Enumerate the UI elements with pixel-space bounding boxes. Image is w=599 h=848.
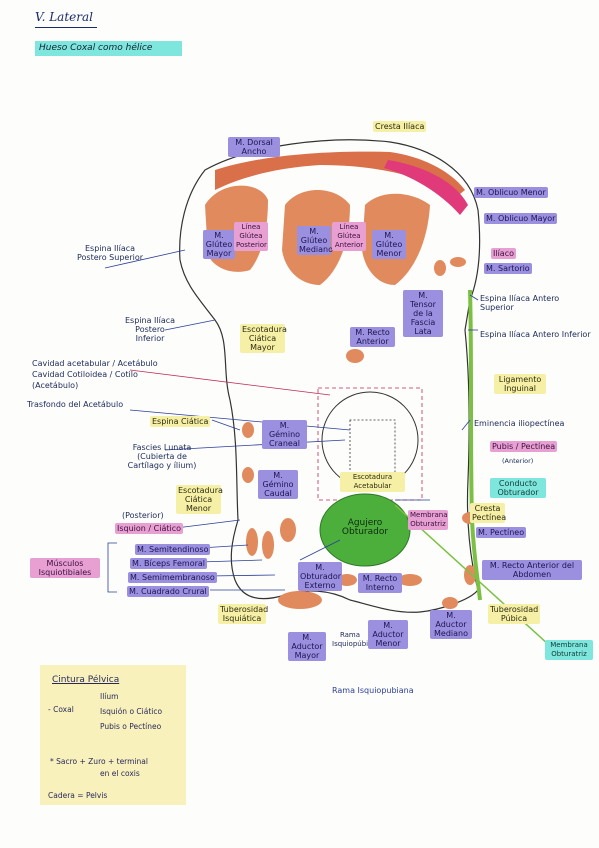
label-membrana-ins: Membrana Obturatriz [408,510,448,530]
label-linea-glutea-post: Línea Glútea Posterior [234,222,268,251]
page-subtitle: Hueso Coxal como hélice [35,41,182,56]
label-trasfondo: Trasfondo del Acetábulo [27,400,124,409]
note-coxal: - Coxal [48,705,74,714]
label-tuberosidad-isq: Tuberosidad Isquiática [218,604,269,624]
note-item-2: Pubis o Pectíneo [100,722,162,731]
label-musculos-isq: Músculos Isquiotibiales [30,558,100,578]
label-cavidad: Cavidad acetabular / Acetábulo [32,359,158,368]
label-gemino-caudal: M. Gémino Caudal [258,470,298,499]
label-isquion: Isquion / Ciático [115,523,184,534]
note-item-0: Ilíum [100,692,119,701]
label-espina-ias: Espina Ilíaca Antero Superior [480,294,560,312]
label-pectineo: M. Pectíneo [476,527,527,538]
label-aductor-mayor: M. Aductor Mayor [288,632,326,661]
label-escotadura-acet: Escotadura Acetabular [340,472,405,492]
label-gluteo-mayor: M. Glúteo Mayor [203,230,235,259]
label-oblicuo-mayor: M. Oblicuo Mayor [484,213,558,224]
label-iliaco: Ilíaco [491,248,516,259]
label-posterior-tag: (Posterior) [122,511,164,520]
label-geminos-craneal: M. Gémino Craneal [262,420,307,449]
label-aductor-mediano: M. Aductor Mediano [430,610,472,639]
label-aductor-menor: M. Aductor Menor [368,620,408,649]
label-gluteo-menor: M. Glúteo Menor [372,230,406,259]
label-tuberosidad-pub: Tuberosidad Púbica [488,604,540,624]
label-semitendinoso: M. Semitendinoso [135,544,211,555]
label-agujero: Agujero Obturador [341,518,389,537]
label-cresta-iliaca: Cresta Ilíaca [373,121,427,132]
label-recto-anterior: M. Recto Anterior [350,327,395,347]
page-title: V. Lateral [35,10,93,24]
label-linea-glutea-ant: Línea Glútea Anterior [332,222,366,251]
label-dorsal-ancho: M. Dorsal Ancho [228,137,280,157]
note-card: Cintura Pélvica - Coxal Ilíum Isquión o … [40,665,186,805]
label-tensor-fascia: M. Tensor de la Fascia Lata [403,290,443,337]
label-obturador-ext: M. Obturador Externo [298,562,342,591]
label-cavidad2: Cavidad Cotiloidea / Cotilo [32,370,138,379]
label-conducto: Conducto Obturador [490,478,546,498]
label-oblicuo-menor: M. Oblicuo Menor [474,187,548,198]
note-sacro1: * Sacro + Zuro + terminal [50,757,148,766]
label-membrana: Membrana Obturatriz [545,640,593,660]
title-underline [35,27,97,28]
label-rama-isq: Rama Isquiopúbica [332,631,377,648]
label-cuadrado: M. Cuadrado Crural [127,586,209,597]
label-cresta-pectinea: Cresta Pectínea [470,503,507,523]
label-rama-isquiopubiana: Rama Isquiopubiana [332,686,414,695]
note-cadera: Cadera = Pelvis [48,791,108,800]
label-escotadura-menor: Escotadura Ciática Menor [176,485,223,514]
label-pubis-sub: (Anterior) [502,457,534,465]
label-biceps: M. Bíceps Femoral [130,558,207,569]
label-cavidad3: (Acetábulo) [32,381,79,390]
label-espina-ips: Espina Ilíaca Postero Superior [76,244,144,262]
coxal-outline [179,139,481,613]
label-espina-iai: Espina Ilíaca Antero Inferior [480,330,591,339]
note-sacro2: en el coxis [100,769,140,778]
label-pubis: Pubis / Pectínea [490,441,558,452]
label-recto-anterior-abd: M. Recto Anterior del Abdomen [482,560,582,580]
label-ligamento-inguinal: Ligamento Inguinal [494,374,546,394]
label-espina-ipi: Espina Ilíaca Postero Inferior [124,316,176,343]
note-item-1: Isquión o Ciático [100,707,163,716]
label-recto-interno: M. Recto Interno [358,573,402,593]
note-title: Cintura Pélvica [52,675,120,685]
label-sartorio: M. Sartorio [484,263,532,274]
label-espina-ciatica: Espina Ciática [150,416,211,427]
label-fascies-lunata: Fascies Lunata (Cubierta de Cartílago y … [127,443,197,470]
label-eminencia: Eminencia iliopectínea [474,419,565,428]
label-gluteo-mediano: M. Glúteo Mediano [297,226,333,255]
label-semimembranoso: M. Semimembranoso [128,572,217,583]
label-escotadura: Escotadura Ciática Mayor [240,324,287,353]
